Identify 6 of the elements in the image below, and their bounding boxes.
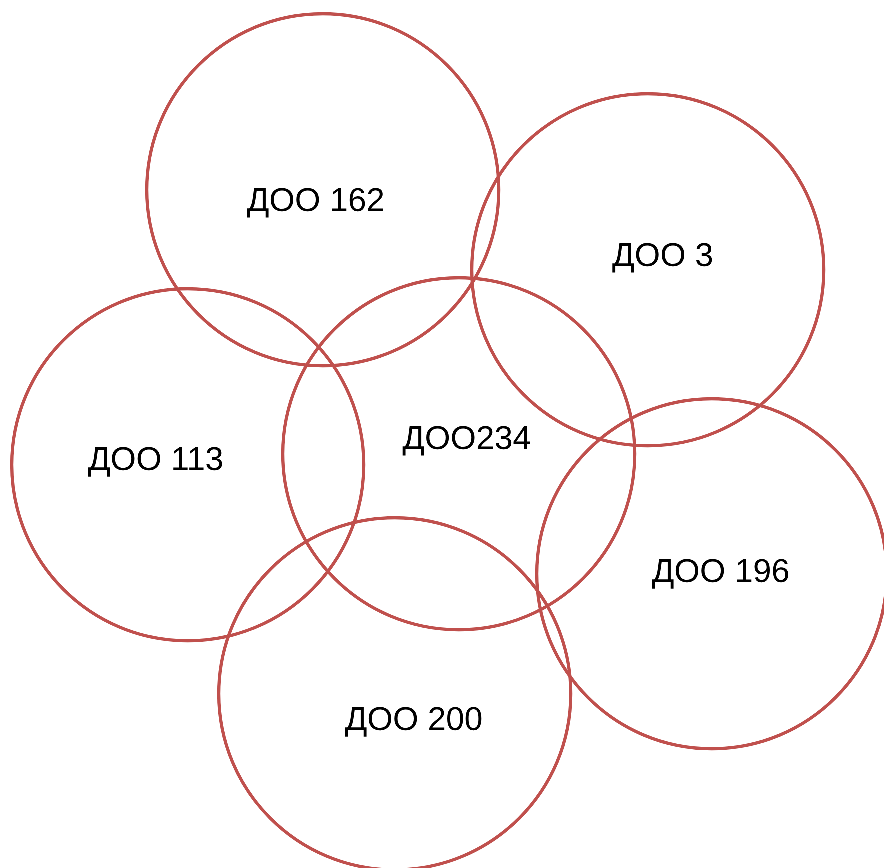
circle-label: ДОО234 xyxy=(402,426,530,456)
circle-label: ДОО 162 xyxy=(247,188,384,218)
circle-label: ДОО 3 xyxy=(612,243,712,273)
circle-label: ДОО 113 xyxy=(88,447,222,477)
circle-label: ДОО 196 xyxy=(652,559,788,589)
circle-label: ДОО 200 xyxy=(345,707,482,737)
